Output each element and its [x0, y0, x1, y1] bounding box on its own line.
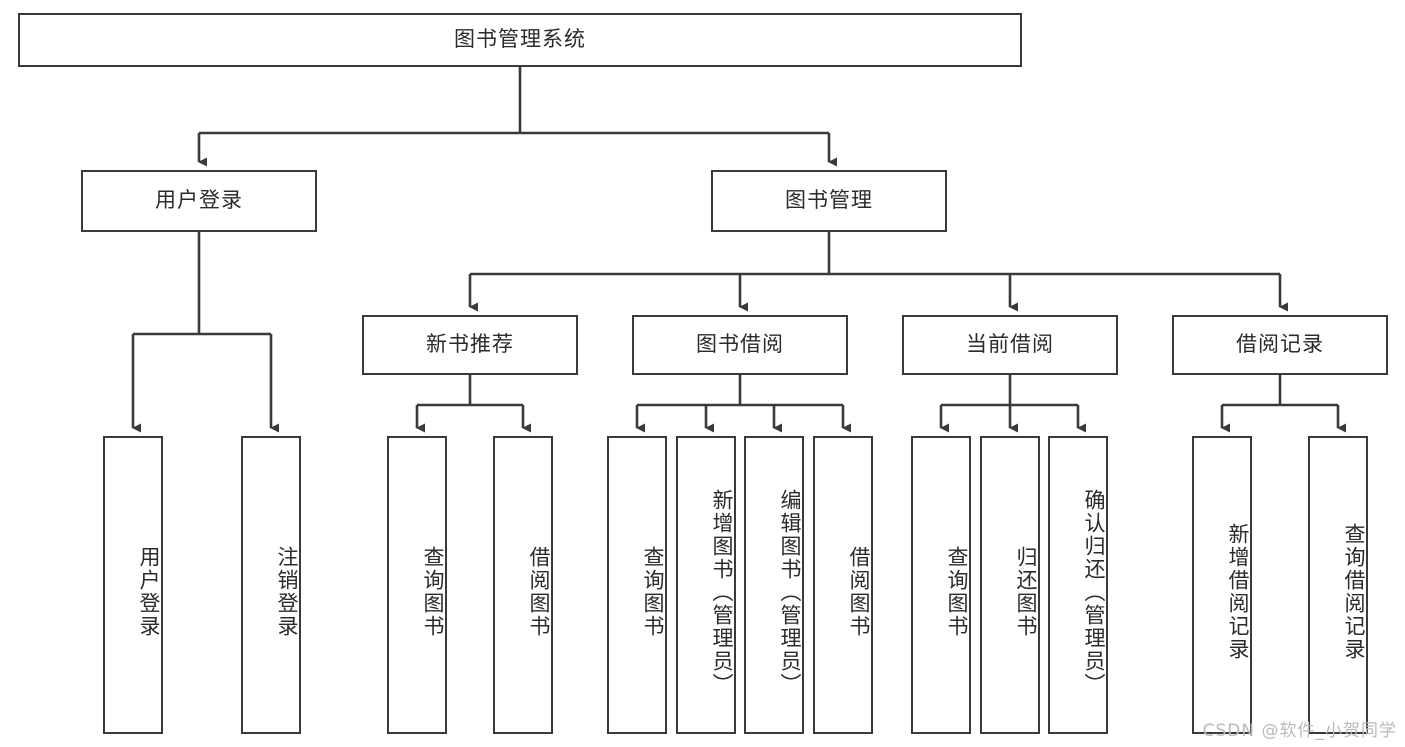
node-leaf-add-record[interactable]: 新增借阅记录	[1192, 436, 1252, 734]
node-root-system[interactable]: 图书管理系统	[18, 13, 1022, 67]
node-borrow-record-label: 借阅记录	[1236, 332, 1324, 357]
node-user-login[interactable]: 用户登录	[81, 170, 317, 232]
node-leaf-return-book-label: 归还图书	[1014, 546, 1038, 638]
node-root-system-label: 图书管理系统	[454, 27, 586, 52]
node-leaf-query-book-3[interactable]: 查询图书	[911, 436, 971, 734]
node-leaf-query-record[interactable]: 查询借阅记录	[1308, 436, 1368, 734]
node-current-borrow-label: 当前借阅	[966, 332, 1054, 357]
node-leaf-query-book-2-label: 查询图书	[641, 546, 665, 638]
node-leaf-user-login-label: 用户登录	[137, 546, 161, 638]
node-leaf-borrow-book-1[interactable]: 借阅图书	[493, 436, 553, 734]
node-book-manage[interactable]: 图书管理	[711, 170, 947, 232]
node-book-borrow-label: 图书借阅	[696, 332, 784, 357]
node-book-borrow[interactable]: 图书借阅	[632, 315, 848, 375]
node-book-manage-label: 图书管理	[785, 188, 873, 213]
node-leaf-add-book[interactable]: 新增图书（管理员）	[676, 436, 736, 734]
node-leaf-query-book-2[interactable]: 查询图书	[607, 436, 667, 734]
node-leaf-logout-login[interactable]: 注销登录	[241, 436, 301, 734]
node-leaf-add-book-label: 新增图书（管理员）	[710, 488, 734, 696]
node-leaf-borrow-book-1-label: 借阅图书	[527, 546, 551, 638]
node-leaf-edit-book[interactable]: 编辑图书（管理员）	[744, 436, 804, 734]
node-leaf-query-book-1-label: 查询图书	[421, 546, 445, 638]
node-current-borrow[interactable]: 当前借阅	[902, 315, 1118, 375]
node-borrow-record[interactable]: 借阅记录	[1172, 315, 1388, 375]
node-leaf-query-book-1[interactable]: 查询图书	[387, 436, 447, 734]
node-user-login-label: 用户登录	[155, 188, 243, 213]
node-leaf-borrow-book-2-label: 借阅图书	[847, 546, 871, 638]
node-leaf-confirm-return[interactable]: 确认归还（管理员）	[1048, 436, 1108, 734]
node-leaf-add-record-label: 新增借阅记录	[1226, 523, 1250, 661]
node-leaf-confirm-return-label: 确认归还（管理员）	[1082, 488, 1106, 696]
node-leaf-logout-login-label: 注销登录	[275, 546, 299, 638]
node-new-book-recommend[interactable]: 新书推荐	[362, 315, 578, 375]
csdn-watermark: CSDN @软件_小贺同学	[1202, 721, 1397, 741]
node-leaf-borrow-book-2[interactable]: 借阅图书	[813, 436, 873, 734]
node-leaf-return-book[interactable]: 归还图书	[980, 436, 1040, 734]
node-leaf-edit-book-label: 编辑图书（管理员）	[778, 488, 802, 696]
node-new-book-recommend-label: 新书推荐	[426, 332, 514, 357]
node-leaf-user-login[interactable]: 用户登录	[103, 436, 163, 734]
node-leaf-query-book-3-label: 查询图书	[945, 546, 969, 638]
node-leaf-query-record-label: 查询借阅记录	[1342, 523, 1366, 661]
